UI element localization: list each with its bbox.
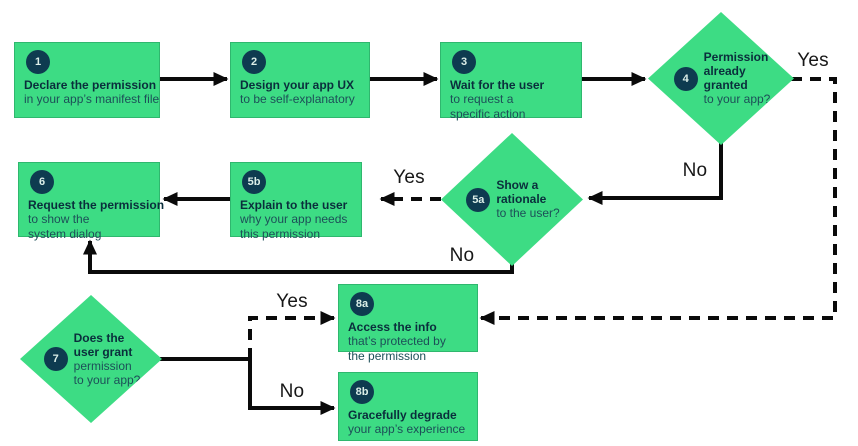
- step-3-number-badge: 3: [452, 50, 476, 74]
- step-5b-number-badge: 5b: [242, 170, 266, 194]
- step-title: Explain to the user: [240, 198, 348, 212]
- decision-text: to the user?: [496, 206, 560, 221]
- decision-text: to your app?: [73, 373, 141, 387]
- step-2-number-badge: 2: [242, 50, 266, 74]
- decision-title: rationale: [496, 192, 547, 207]
- step-text: to request a: [450, 92, 514, 106]
- step-7-number-badge: 7: [43, 347, 68, 371]
- step-title: Access the info: [348, 320, 437, 334]
- label-decision4-no: No: [682, 160, 708, 181]
- step-6-number-badge: 6: [30, 170, 54, 194]
- step-text: that’s protected by: [348, 334, 446, 348]
- decision-title: already: [703, 64, 746, 79]
- step-number: 8b: [355, 386, 369, 398]
- step-number: 6: [38, 176, 46, 188]
- step-8a-number-badge: 8a: [350, 292, 374, 316]
- edge-decision7-yes-to-step8a: [248, 311, 336, 359]
- step-text: to be self-explanatory: [240, 92, 355, 106]
- step-6-request-permission: 6 Request the permission to show the sys…: [18, 162, 165, 241]
- step-8b-number-badge: 8b: [350, 380, 374, 404]
- step-text: why your app needs: [240, 212, 348, 226]
- step-text: system dialog: [28, 226, 102, 241]
- step-number: 5b: [247, 176, 261, 188]
- label-decision5a-yes: Yes: [393, 167, 425, 188]
- step-2-design-app-ux: 2 Design your app UX to be self-explanat…: [230, 42, 370, 118]
- decision-title: Permission: [703, 50, 769, 65]
- decision-title: granted: [703, 78, 748, 93]
- step-1-declare-permission: 1 Declare the permission in your app’s m…: [14, 42, 160, 118]
- step-title: Gracefully degrade: [348, 408, 457, 422]
- decision-text: to your app?: [703, 92, 771, 107]
- step-title: Request the permission: [28, 198, 165, 212]
- step-text: to show the: [28, 212, 90, 226]
- edge-decision4-no-to-decision5a: [587, 140, 723, 205]
- step-1-number-badge: 1: [26, 50, 50, 74]
- label-decision7-no: No: [279, 381, 305, 402]
- step-number: 8a: [355, 298, 369, 310]
- decision-title: Show a: [496, 178, 539, 193]
- step-title: Wait for the user: [450, 78, 545, 92]
- step-8b-gracefully-degrade: 8b Gracefully degrade your app’s experie…: [338, 372, 478, 441]
- step-3-wait-for-user: 3 Wait for the user to request a specifi…: [440, 42, 582, 121]
- step-number: 5a: [472, 193, 485, 206]
- step-title: Declare the permission: [24, 78, 157, 92]
- step-8a-access-info: 8a Access the info that’s protected by t…: [338, 284, 478, 363]
- step-text: the permission: [348, 348, 427, 363]
- label-decision7-yes: Yes: [276, 291, 308, 312]
- decision-title: Does the: [73, 330, 125, 345]
- step-5b-explain-to-user: 5b Explain to the user why your app need…: [230, 162, 362, 241]
- step-number: 3: [460, 56, 468, 68]
- decision-title: user grant: [73, 344, 133, 359]
- edge-decision4-yes-to-step8a: [479, 77, 837, 325]
- label-decision5a-no: No: [449, 245, 475, 266]
- step-text: specific action: [450, 106, 526, 121]
- edge-decision5a-no-to-step6: [83, 239, 514, 274]
- step-5a-number-badge: 5a: [466, 187, 491, 212]
- label-decision4-yes: Yes: [797, 50, 829, 71]
- step-number: 2: [250, 56, 258, 68]
- step-title: Design your app UX: [240, 78, 355, 92]
- step-text: in your app’s manifest file: [24, 92, 160, 106]
- step-number: 7: [52, 353, 59, 365]
- decision-text: permission: [73, 358, 132, 373]
- step-number: 1: [34, 56, 42, 68]
- step-text: this permission: [240, 226, 321, 241]
- step-text: your app’s experience: [348, 422, 466, 436]
- step-number: 4: [682, 72, 689, 85]
- step-4-number-badge: 4: [673, 66, 698, 91]
- edge-decision7-no-to-step8b: [248, 359, 336, 415]
